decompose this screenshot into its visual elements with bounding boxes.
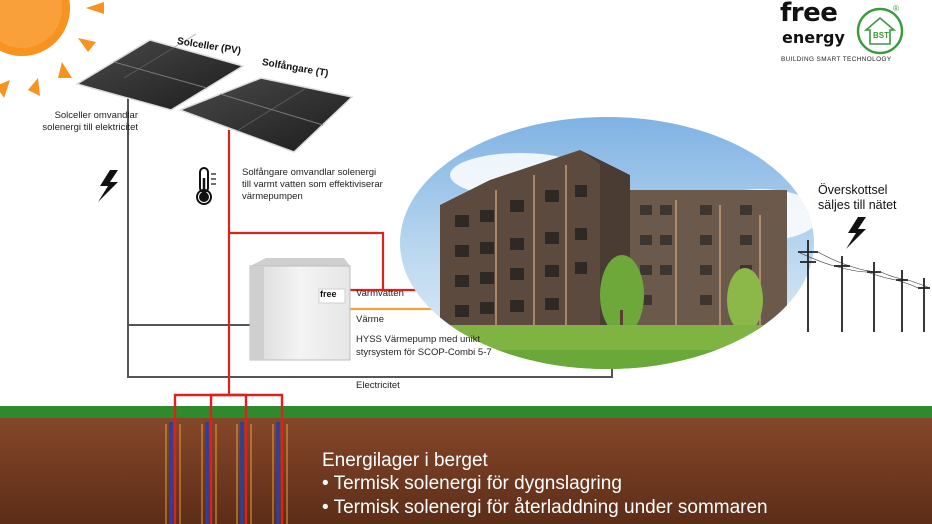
electricity-label: Electricitet bbox=[356, 380, 400, 391]
pv-description-line: Solceller omvandlar bbox=[54, 110, 138, 121]
pv-description-line: solenergi till elektricitet bbox=[42, 122, 138, 133]
surplus-label-line: Överskottsel bbox=[818, 183, 888, 197]
borehole-pipes bbox=[165, 393, 288, 524]
thermometer-icon bbox=[196, 167, 216, 205]
pv-description: Solceller omvandlar solenergi till elekt… bbox=[28, 110, 138, 134]
thermal-description-line: Solfångare omvandlar solenergi bbox=[242, 167, 377, 178]
hot-water-label: Varmvatten bbox=[356, 288, 404, 299]
heat-label: Värme bbox=[356, 314, 384, 325]
storage-title: Energilager i berget bbox=[322, 450, 488, 471]
registered-mark: ® bbox=[893, 4, 899, 13]
heatpump-description-line: styrsystem för SCOP-Combi 5-7 bbox=[356, 346, 492, 358]
heatpump-description: HYSS Värmepump med unikt styrsystem för … bbox=[356, 334, 506, 359]
logo-word-energy: energy bbox=[782, 28, 845, 47]
solar-panels bbox=[75, 33, 354, 153]
logo-word-free: free bbox=[780, 0, 838, 28]
heat-pump-unit bbox=[249, 258, 351, 361]
house-icon bbox=[856, 7, 904, 55]
surplus-label-line: säljes till nätet bbox=[818, 198, 897, 212]
pump-logo: free bbox=[320, 289, 337, 299]
sun-icon bbox=[0, 0, 104, 98]
thermal-description: Solfångare omvandlar solenergi till varm… bbox=[242, 167, 432, 203]
ground bbox=[0, 406, 932, 524]
logo-tagline: BUILDING SMART TECHNOLOGY bbox=[781, 56, 892, 63]
grass-strip bbox=[0, 406, 932, 418]
heatpump-description-line: HYSS Värmepump med unikt bbox=[356, 334, 481, 345]
storage-bullet: • Termisk solenergi för återladdning und… bbox=[322, 497, 768, 518]
thermal-description-line: till varmt vatten som effektiviserar bbox=[242, 179, 383, 190]
storage-bullet: • Termisk solenergi för dygnslagring bbox=[322, 473, 622, 494]
thermal-description-line: värmepumpen bbox=[242, 191, 303, 202]
lightning-bolt-icon bbox=[846, 217, 866, 249]
lightning-bolt-icon bbox=[98, 170, 118, 202]
logo-badge-text: BST bbox=[873, 31, 889, 40]
apartment-building-image bbox=[400, 117, 814, 369]
surplus-label: Överskottsel säljes till nätet bbox=[818, 183, 897, 213]
power-grid-poles bbox=[798, 240, 930, 332]
